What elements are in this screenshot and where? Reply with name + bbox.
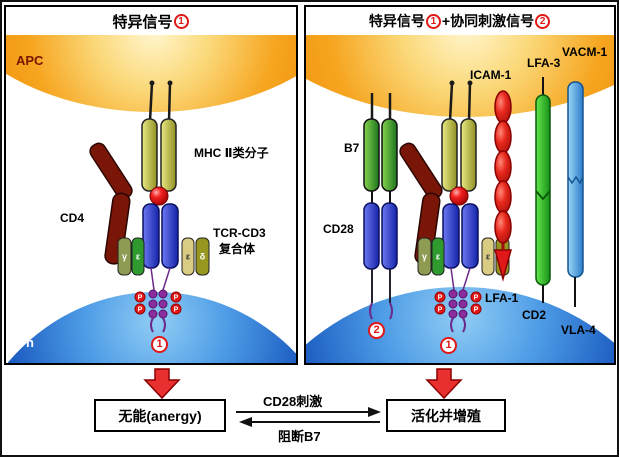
right-down-arrow-icon <box>425 368 463 400</box>
mhc-ii-molecule <box>441 80 477 192</box>
itam-phosphorylation: P P P P <box>434 267 482 333</box>
title-band <box>306 7 614 35</box>
signal1-badge: 1 <box>440 337 457 354</box>
right-title-text: 特异信号 <box>368 13 425 29</box>
b7-label: B7 <box>344 141 360 155</box>
tcr-cd3-label: TCR-CD3 <box>213 226 266 240</box>
bottom-arrows <box>143 368 463 427</box>
activation-result-text: 活化并增殖 <box>411 407 481 424</box>
vacm1-molecule <box>567 81 584 307</box>
tcr-molecule <box>442 203 479 269</box>
title-band <box>6 7 296 35</box>
icam1-molecule <box>494 90 512 282</box>
tcr-molecule <box>142 203 179 269</box>
cd28-molecule <box>363 191 398 320</box>
svg-text:P: P <box>174 307 179 314</box>
left-title-text: 特异信号 <box>112 14 173 31</box>
anergy-result-text: 无能(anergy) <box>118 407 202 424</box>
cd2-label: CD2 <box>522 308 547 322</box>
left-panel-art: γ ε ε δ P P P P <box>6 7 296 363</box>
cd4-molecule <box>89 142 133 265</box>
activation-result-box: 活化并增殖 <box>386 399 506 432</box>
vacm1-label: VACM-1 <box>562 45 608 59</box>
epsilon-chain-label: ε <box>436 252 441 262</box>
antigen-peptide <box>449 186 469 206</box>
tcr-cd3-label-2: 复合体 <box>219 242 256 256</box>
epsilon-chain-label: ε <box>136 252 141 262</box>
signal2-badge: 2 <box>368 322 385 339</box>
antigen-peptide <box>149 186 169 206</box>
panel-signal1-signal2: γ ε ε δ P P P P <box>304 5 616 365</box>
vla4-label: VLA-4 <box>561 323 596 337</box>
signal1-badge: 1 <box>425 13 441 29</box>
signal2-badge: 2 <box>535 13 551 29</box>
signal1-badge: 1 <box>173 14 189 29</box>
svg-text:P: P <box>438 295 443 302</box>
th-label: Th <box>18 335 34 350</box>
svg-text:P: P <box>438 307 443 314</box>
right-title-plus: +协同刺激信号 <box>441 13 535 29</box>
epsilon-chain-label: ε <box>186 252 191 262</box>
gamma-chain-label: γ <box>122 252 127 262</box>
gamma-chain-label: γ <box>422 252 427 262</box>
mhc-ii-molecule <box>141 80 177 192</box>
icam1-label: ICAM-1 <box>470 68 512 82</box>
left-down-arrow-icon <box>143 368 181 400</box>
apc-label: APC <box>16 53 44 68</box>
svg-text:P: P <box>138 295 143 302</box>
svg-text:P: P <box>138 307 143 314</box>
right-panel-art: γ ε ε δ P P P P <box>306 7 614 363</box>
svg-text:P: P <box>174 295 179 302</box>
cd4-label: CD4 <box>60 211 85 225</box>
backward-arrow-icon <box>239 417 380 427</box>
lfa3-molecule <box>535 77 551 303</box>
delta-chain-label: δ <box>200 252 206 262</box>
lfa3-label: LFA-3 <box>527 56 561 70</box>
icam1-arrow-icon <box>494 249 512 282</box>
signal1-badge: 1 <box>151 336 168 353</box>
cd28-label: CD28 <box>323 222 354 236</box>
block-b7-label: 阻断B7 <box>278 429 321 444</box>
svg-text:P: P <box>474 295 479 302</box>
itam-phosphorylation: P P P P <box>134 267 182 333</box>
svg-text:P: P <box>474 307 479 314</box>
cd28-stimulus-label: CD28刺激 <box>263 394 323 409</box>
mhc-label: MHC Ⅱ类分子 <box>194 146 269 160</box>
anergy-result-box: 无能(anergy) <box>94 399 226 432</box>
b7-molecule <box>363 93 398 192</box>
lfa1-label: LFA-1 <box>485 291 519 305</box>
cd3-chains: γ ε ε δ <box>117 237 210 276</box>
epsilon-chain-label: ε <box>486 252 491 262</box>
th-cell <box>306 287 614 363</box>
forward-arrow-icon <box>236 407 381 417</box>
